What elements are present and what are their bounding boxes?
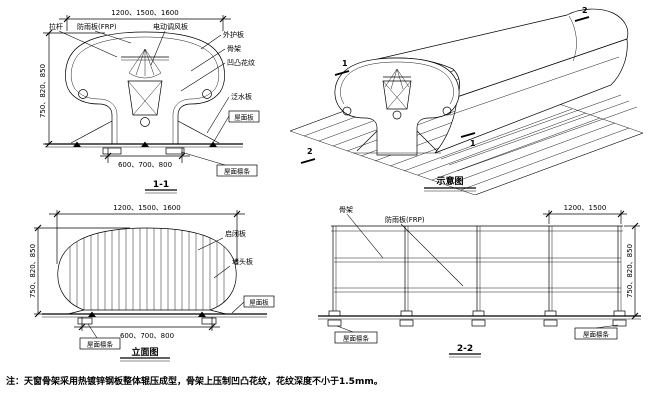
roof-line-elev [42, 311, 267, 325]
dome-corrugation [69, 228, 225, 310]
schematic-3d-view: 1 1 2 2 示意图 [289, 6, 644, 195]
dim-text-height-2-2: 750、820、850 [626, 244, 634, 298]
label-box-roof-panel-elev [243, 295, 275, 308]
purlin-right-elev [201, 317, 217, 325]
label-flashing: 泛水板 [231, 92, 252, 101]
dim-bay-width: 1200、1500 [543, 204, 627, 224]
skylight-body [364, 8, 638, 172]
label-roof-purlin-elev: 屋面檩条 [87, 340, 114, 349]
section-mark-2b: 2 [307, 147, 313, 156]
flashing-left-elev [67, 309, 85, 315]
label-tie-rod: 拉杆 [49, 22, 63, 31]
purlin-right [165, 147, 185, 155]
label-roof-panel-elev: 屋面板 [249, 298, 269, 307]
label-rain-shield: 防雨板(FRP) [77, 22, 117, 31]
drain-circle [140, 117, 150, 127]
section-1-1-view: 1200、1500、1600 750、820、850 [39, 9, 260, 194]
svg-text:2-2: 2-2 [457, 344, 473, 354]
dim-base-width-11: 600、700、800 [100, 148, 190, 169]
title-schematic: 示意图 [424, 175, 476, 192]
label-roof-purlin-2-2-left: 屋面檩条 [343, 334, 370, 343]
callouts-2-2: 骨架 防雨板(FRP) 屋面檩条 屋面檩条 [334, 206, 619, 344]
dim-top-width-elev: 1200、1500、1600 [49, 204, 245, 264]
callouts-11: 拉杆 防雨板(FRP) 电动调风板 外护板 骨架 凹凸花纹 泛水板 屋面板 屋面… [49, 22, 260, 177]
elevation-dome [57, 227, 237, 315]
label-rain-shield-2-2: 防雨板(FRP) [385, 215, 425, 224]
label-outer-guard: 外护板 [223, 30, 244, 39]
section-mark-1a: 1 [342, 59, 348, 68]
label-electric-damper: 电动调风板 [153, 22, 188, 31]
callouts-elev: 启闭板 堵头板 屋面板 屋面檩条 [79, 229, 275, 350]
label-frame-2-2: 骨架 [339, 206, 353, 214]
dim-text-height-elev: 750、820、850 [29, 244, 37, 298]
title-elevation: 立面图 [120, 346, 170, 362]
purlin-left [102, 147, 122, 155]
label-roof-panel: 屋面板 [234, 113, 254, 122]
dim-text-top-width-elev: 1200、1500、1600 [113, 204, 180, 212]
dim-text-height: 750、820、850 [39, 64, 47, 118]
label-box-roof-purlin-2-2-left [334, 331, 378, 344]
label-frame: 骨架 [227, 45, 241, 53]
flashing-right-elev [209, 309, 227, 315]
title-section-1-1: 1-1 [145, 180, 177, 194]
section-mark-1b: 1 [470, 139, 476, 148]
section-2-2-view: 1200、1500 750、820、850 骨架 防雨 [318, 204, 641, 358]
skylight-profile [65, 31, 225, 144]
damper-fan [128, 48, 162, 79]
label-roof-purlin-2-2-right: 屋面檩条 [583, 330, 610, 339]
dim-text-bay-width: 1200、1500 [564, 204, 607, 212]
framework-2-2 [328, 225, 626, 317]
svg-text:示意图: 示意图 [436, 175, 463, 187]
dim-height-11: 750、820、850 [39, 29, 105, 148]
flashing-right [177, 120, 220, 144]
right-curl [202, 89, 212, 99]
label-box-roof-purlin [216, 164, 258, 177]
label-embossed-pattern: 凹凸花纹 [227, 58, 255, 67]
elevation-view: 1200、1500、1600 750、820、850 [29, 204, 275, 362]
dim-text-top-width: 1200、1500、1600 [111, 9, 178, 17]
dim-text-base-width: 600、700、800 [118, 161, 172, 169]
left-curl [78, 89, 88, 99]
front-profile [334, 57, 460, 156]
label-roof-purlin: 屋面檩条 [224, 167, 251, 176]
title-section-2-2: 2-2 [449, 344, 481, 358]
roof-line-2-2 [318, 315, 641, 327]
section-marks: 1 1 2 2 [300, 6, 590, 164]
dim-height-elev: 750、820、850 [29, 224, 130, 318]
svg-text:立面图: 立面图 [131, 346, 158, 358]
dim-text-base-width-elev: 600、700、800 [120, 332, 174, 340]
label-end-panel: 堵头板 [232, 257, 253, 266]
flashing-left [70, 120, 113, 144]
roof-line-11 [45, 141, 243, 155]
dim-base-width-elev: 600、700、800 [74, 317, 220, 340]
label-box-roof-purlin-elev [79, 337, 121, 350]
svg-text:1-1: 1-1 [153, 180, 169, 190]
frame-trapezoid [127, 80, 163, 116]
dim-top-width-11: 1200、1500、1600 [59, 9, 231, 31]
general-note: 注：天窗骨架采用热镀锌钢板整体辊压成型，骨架上压制凹凸花纹，花纹深度不小于1.5… [6, 377, 383, 387]
section-mark-2a: 2 [582, 6, 588, 15]
label-opening-panel: 启闭板 [225, 229, 246, 238]
purlin-left-elev [77, 317, 93, 325]
dim-height-2-2: 750、820、850 [624, 222, 640, 320]
